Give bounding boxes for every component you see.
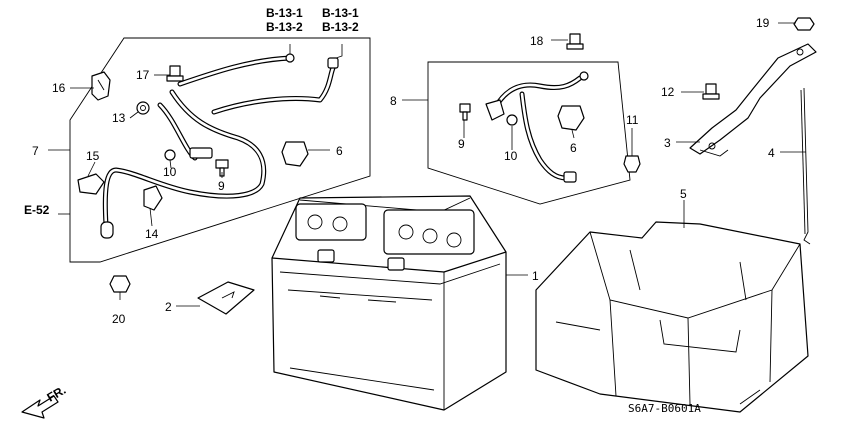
clip-16 — [91, 71, 111, 101]
ref-b13-1-right: B-13-1 — [322, 6, 359, 20]
ref-b13-1-left: B-13-1 — [266, 6, 303, 20]
hold-down-bracket — [689, 43, 817, 157]
bolt-18 — [566, 33, 584, 50]
label-part-4: 4 — [768, 146, 775, 160]
label-part-16: 16 — [52, 81, 66, 95]
nut-13 — [136, 101, 150, 115]
bolt-12 — [702, 83, 720, 100]
nut-19 — [793, 17, 815, 31]
clip-6-left — [281, 141, 309, 167]
ref-b13-2-left: B-13-2 — [266, 20, 303, 34]
label-part-12: 12 — [661, 85, 675, 99]
nut-10-right — [506, 114, 518, 126]
leader-lines — [48, 22, 806, 307]
group-box-7 — [69, 37, 371, 263]
clip-14 — [143, 185, 163, 211]
label-part-7: 7 — [32, 144, 39, 158]
clamp-15 — [77, 173, 105, 195]
label-part-1: 1 — [532, 269, 539, 283]
label-part-10-right: 10 — [504, 149, 518, 163]
label-part-15: 15 — [86, 149, 100, 163]
label-part-11: 11 — [626, 113, 639, 127]
label-part-6-left: 6 — [336, 144, 343, 158]
ref-b13-2-right: B-13-2 — [322, 20, 359, 34]
battery-tray — [535, 221, 809, 413]
label-part-9-right: 9 — [458, 137, 465, 151]
clip-6-right — [557, 105, 585, 131]
label-part-17: 17 — [136, 68, 150, 82]
diagram-code: S6A7-B0601A — [628, 402, 701, 415]
nut-20 — [109, 275, 131, 293]
label-part-18: 18 — [530, 34, 544, 48]
battery — [271, 195, 507, 411]
label-part-9-left: 9 — [218, 179, 225, 193]
label-part-2: 2 — [165, 300, 172, 314]
group-box-8 — [427, 61, 631, 205]
ref-e52: E-52 — [24, 203, 50, 217]
label-part-20: 20 — [112, 312, 126, 326]
terminal-cover — [197, 281, 255, 315]
label-part-5: 5 — [680, 187, 687, 201]
front-direction-arrow — [21, 395, 59, 419]
label-part-8: 8 — [390, 94, 397, 108]
hold-down-rod — [800, 87, 811, 245]
nut-10-left — [164, 149, 176, 161]
label-part-10-left: 10 — [163, 165, 177, 179]
nut-11 — [623, 155, 641, 173]
label-part-13: 13 — [112, 111, 126, 125]
bolt-17 — [166, 65, 184, 82]
label-part-19: 19 — [756, 16, 770, 30]
battery-sensor-cable — [485, 71, 589, 183]
label-part-3: 3 — [664, 136, 671, 150]
bolt-9-right — [459, 103, 471, 121]
label-part-14: 14 — [145, 227, 159, 241]
label-part-6-right: 6 — [570, 141, 577, 155]
